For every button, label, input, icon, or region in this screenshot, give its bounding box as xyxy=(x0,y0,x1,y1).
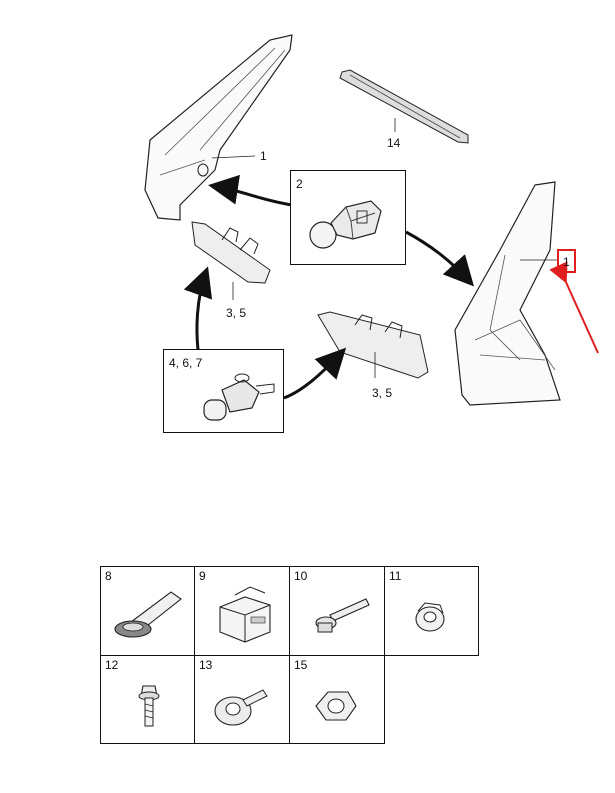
callout-bulb-holder-upper: 3, 5 xyxy=(226,306,247,320)
kit-box-icon xyxy=(219,586,271,643)
tail-lamp-left-drawing xyxy=(144,34,293,221)
parts-cell-13: 13 xyxy=(194,655,290,744)
callout-bulb-holder-lower: 3, 5 xyxy=(372,386,393,400)
socket-icon xyxy=(203,373,275,421)
bulb-box-label: 2 xyxy=(296,177,303,191)
part-number-9: 9 xyxy=(199,569,206,583)
bulb-detail-box: 2 xyxy=(290,170,406,265)
callout-tail-lamp-right: 1 xyxy=(563,255,570,269)
bulb-holder-upper-drawing xyxy=(191,221,271,300)
part-number-12: 12 xyxy=(105,658,119,672)
plug-connector-icon xyxy=(114,591,182,638)
bulb-holder-lower-drawing xyxy=(317,311,429,379)
grommet-nut-icon xyxy=(315,691,357,721)
part-number-8: 8 xyxy=(105,569,112,583)
parts-cell-8: 8 xyxy=(100,566,195,656)
parts-cell-9: 9 xyxy=(194,566,290,656)
part-number-11: 11 xyxy=(389,569,402,583)
callout-trim-strip: 14 xyxy=(387,136,401,150)
parts-grid: 8 9 10 11 12 xyxy=(100,566,479,744)
socket-box-label: 4, 6, 7 xyxy=(169,356,203,370)
parts-cell-11: 11 xyxy=(384,566,479,656)
parts-cell-15: 15 xyxy=(289,655,385,744)
callout-tail-lamp-left: 1 xyxy=(260,149,267,163)
tail-lamp-right-drawing xyxy=(454,181,561,406)
parts-cell-12: 12 xyxy=(100,655,195,744)
part-number-15: 15 xyxy=(294,658,308,672)
stud-bolt-icon xyxy=(214,689,268,726)
parts-cell-10: 10 xyxy=(289,566,385,656)
part-number-10: 10 xyxy=(294,569,308,583)
socket-detail-box: 4, 6, 7 xyxy=(163,349,284,433)
trim-strip-drawing xyxy=(339,69,469,144)
bolt-icon xyxy=(315,598,370,633)
bulb-icon xyxy=(309,200,382,249)
callout-tail-lamp-right-highlight[interactable]: 1 xyxy=(557,249,576,273)
screw-icon xyxy=(138,685,160,727)
part-number-13: 13 xyxy=(199,658,213,672)
clip-nut-icon xyxy=(415,602,445,632)
